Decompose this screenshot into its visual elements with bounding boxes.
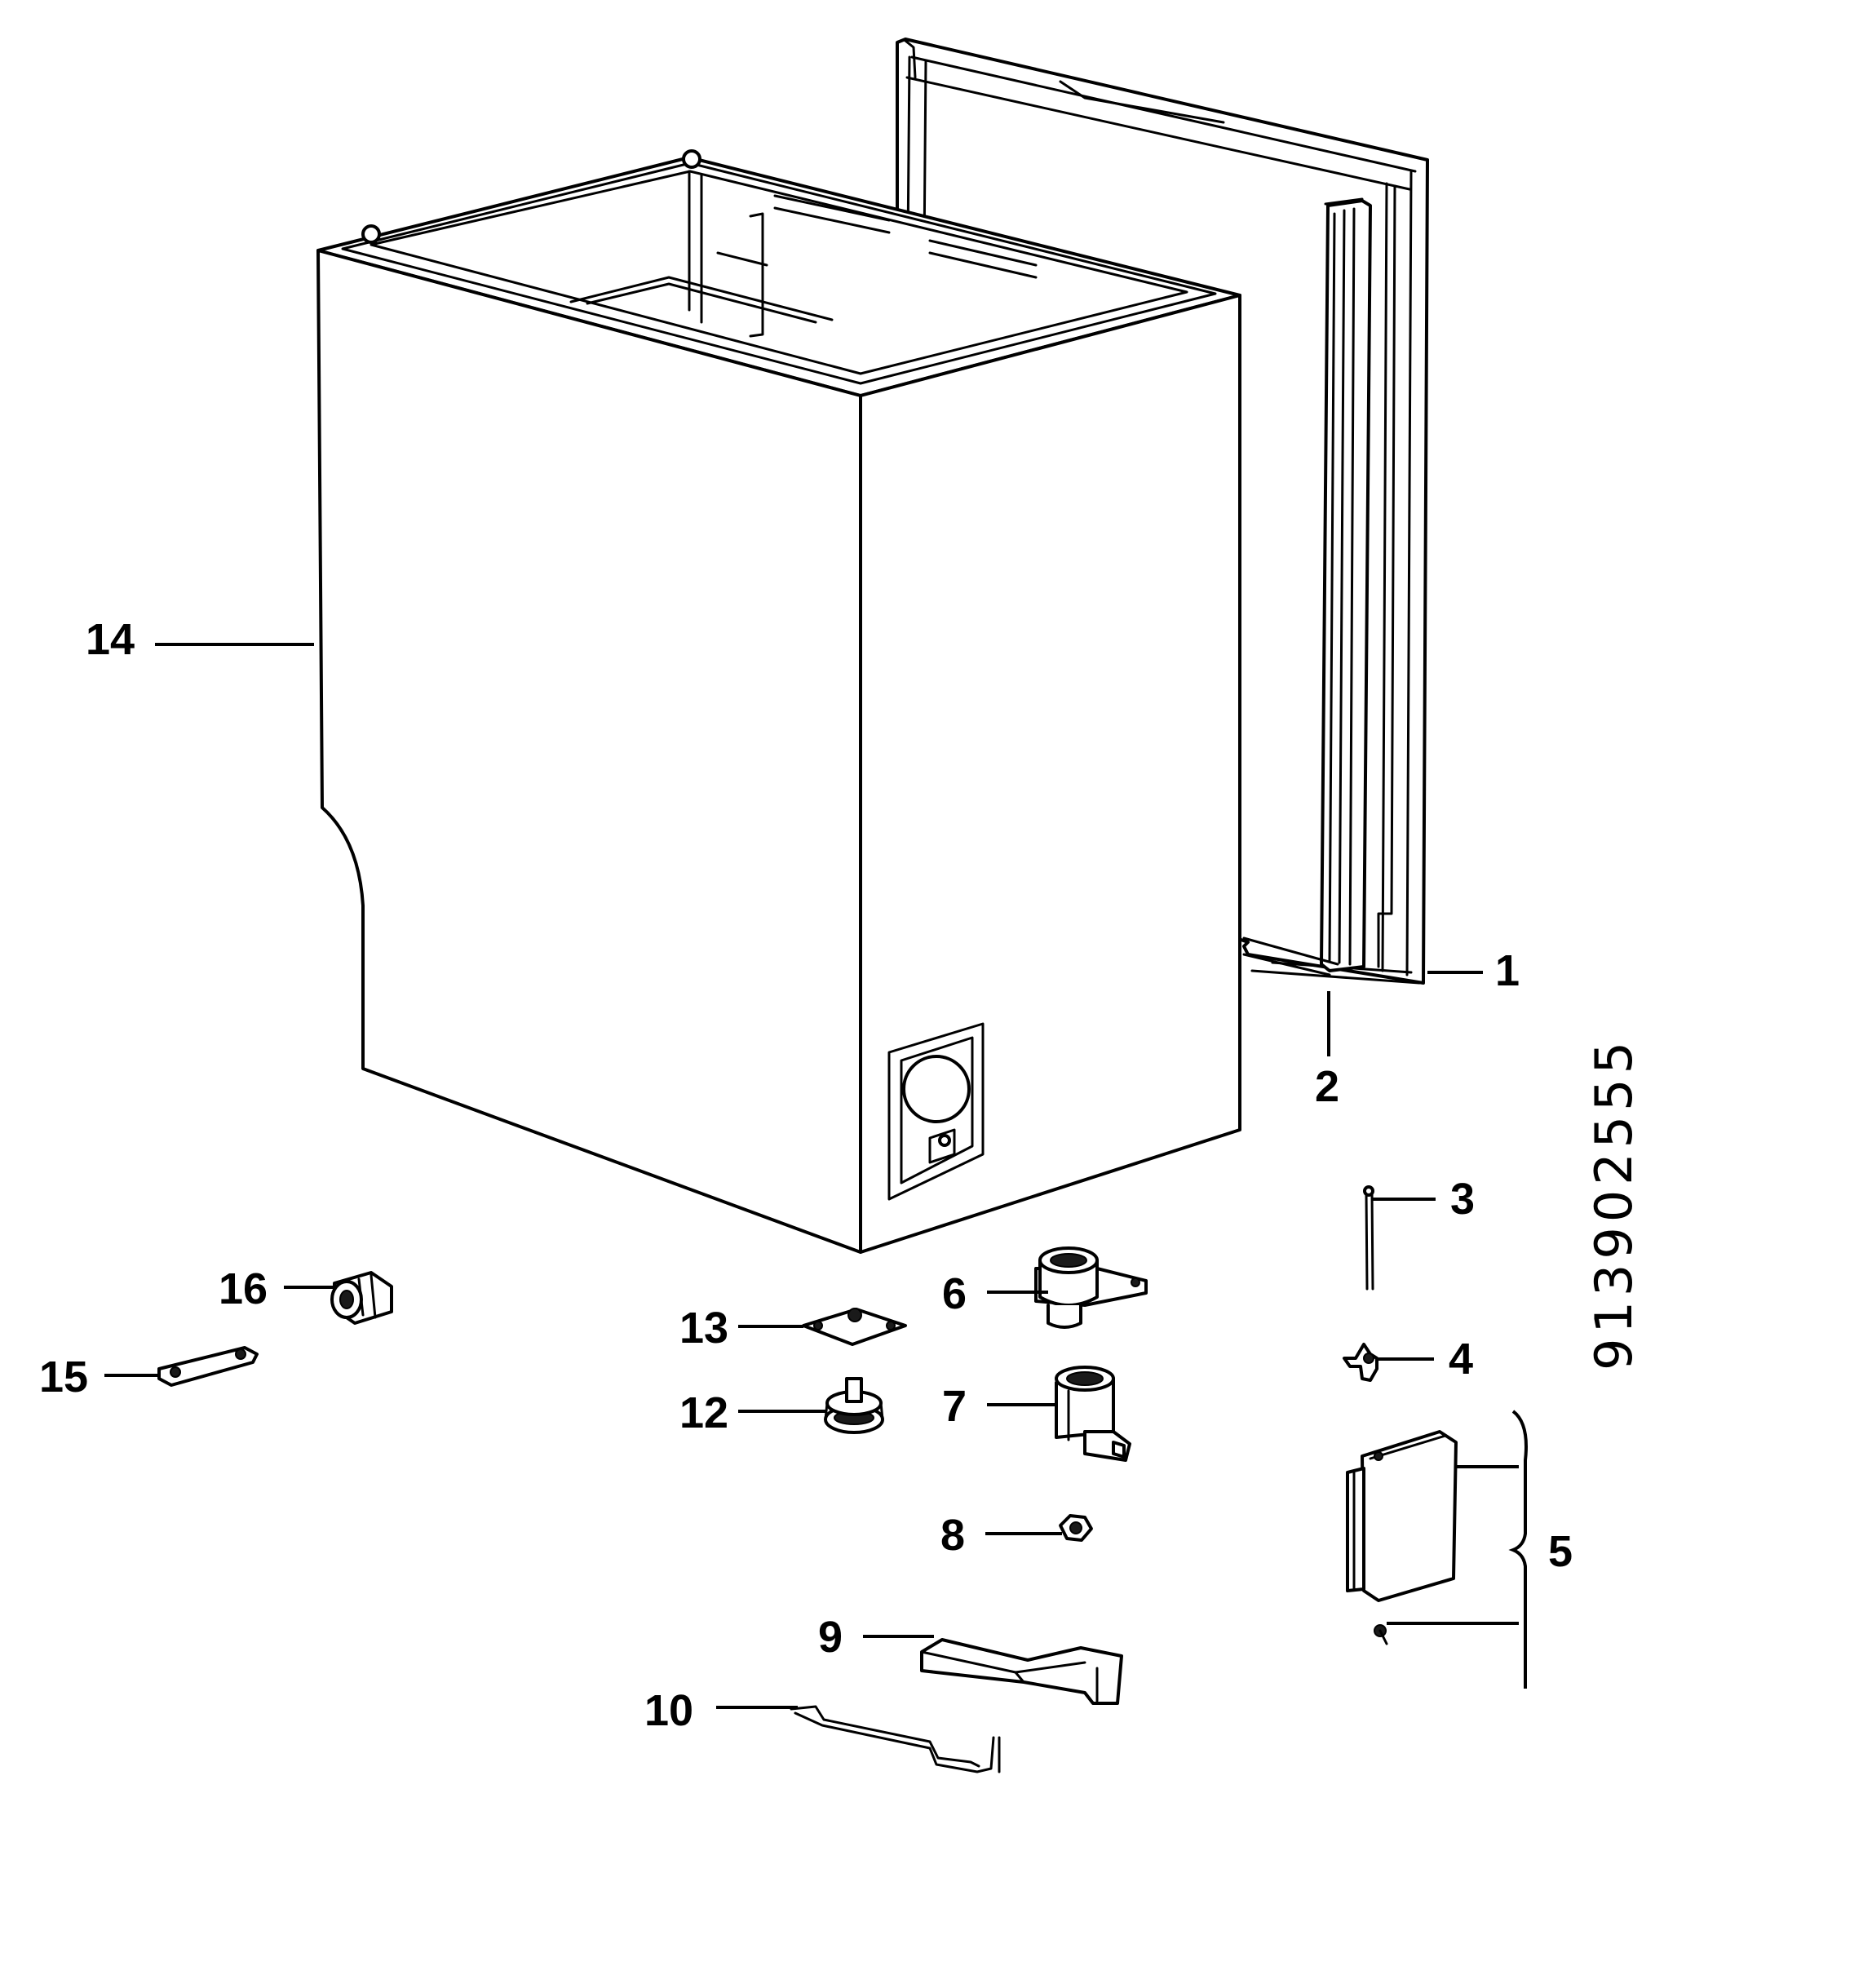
clip-part (1343, 1343, 1378, 1382)
nut-part (1059, 1514, 1093, 1542)
cabinet-body-part (316, 149, 1339, 1254)
pin-part (1363, 1185, 1374, 1291)
label-5: 5 (1548, 1527, 1573, 1576)
label-9: 9 (818, 1613, 843, 1662)
label-8: 8 (940, 1511, 965, 1560)
valve-part (824, 1377, 884, 1434)
label-14: 14 (86, 615, 135, 664)
label-16: 16 (219, 1264, 268, 1313)
drawing-number: 913902555 (1584, 1037, 1644, 1370)
part-labels: 14 1 2 3 4 5 6 7 8 9 10 12 13 15 16 (39, 615, 1573, 1735)
door-seal-part (1320, 197, 1372, 972)
label-10: 10 (644, 1686, 693, 1735)
label-3: 3 (1450, 1175, 1475, 1224)
bracket-part (157, 1346, 259, 1387)
bearing-housing-part (1034, 1246, 1148, 1329)
label-12: 12 (679, 1388, 728, 1437)
knob-part (330, 1271, 393, 1325)
label-1: 1 (1495, 946, 1520, 995)
label-2: 2 (1315, 1062, 1339, 1111)
label-13: 13 (679, 1304, 728, 1353)
leader-lines (104, 643, 1528, 1709)
rod-part (790, 1705, 1001, 1773)
channel-bracket-part (920, 1638, 1123, 1705)
label-6: 6 (942, 1269, 967, 1318)
label-7: 7 (942, 1382, 967, 1431)
label-15: 15 (39, 1353, 88, 1401)
panel-part (1346, 1430, 1458, 1645)
mount-housing-part (1055, 1366, 1131, 1462)
flange-part (802, 1308, 907, 1346)
label-4: 4 (1449, 1335, 1473, 1384)
